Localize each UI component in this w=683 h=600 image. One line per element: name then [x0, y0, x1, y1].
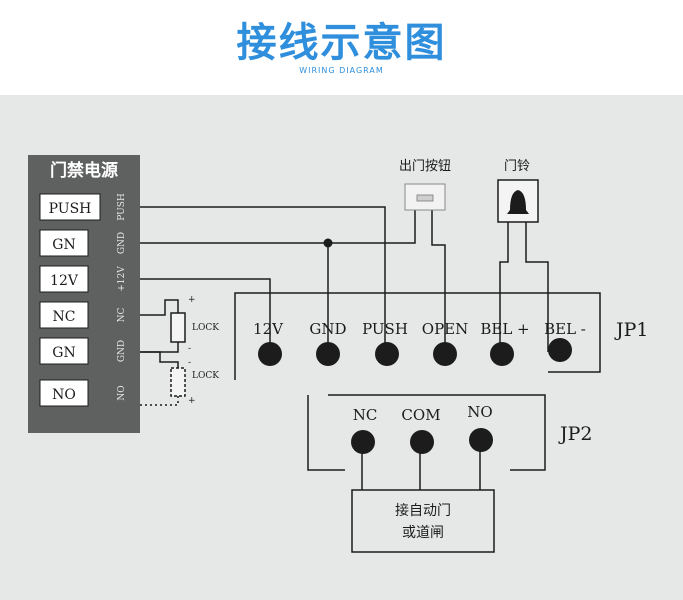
jp2-terminal-dot [469, 428, 493, 452]
side-label: GND [117, 340, 127, 362]
jp2-terminal-dot [410, 430, 434, 454]
power-terminal-gnd: GN [39, 229, 89, 257]
bell-icon [507, 190, 529, 214]
wire-open [431, 210, 446, 352]
side-label: NC [117, 308, 127, 323]
power-terminal-label: 12V [50, 273, 79, 289]
lock-2-minus: - [188, 358, 191, 368]
wire-push [140, 206, 386, 352]
wire-gnd-lock-2 [140, 351, 179, 368]
auto-door-line-1: 接自动门 [395, 502, 451, 519]
jp2-terminal-label: NO [467, 403, 492, 421]
doorbell-label: 门铃 [504, 159, 530, 174]
power-terminal-no: NO [39, 379, 89, 407]
jp1-terminal-label: BEL - [544, 320, 586, 338]
header: 接线示意图 WIRING DIAGRAM [0, 0, 683, 95]
lock-1-coil [170, 312, 186, 343]
lock-1: LOCK + - [170, 295, 219, 354]
side-label: NO [117, 385, 127, 400]
power-terminal-gnd-2: GN [39, 337, 89, 365]
jp1-terminal-dot [316, 342, 340, 366]
jp1-terminal-dot [548, 338, 572, 362]
side-label: GND [117, 232, 127, 254]
jp1-terminal-label: BEL + [480, 320, 529, 338]
jp2-terminal-label: COM [401, 406, 440, 424]
power-terminal-label: GN [52, 345, 75, 361]
side-label: +12V [117, 266, 127, 292]
jp1-name: JP1 [614, 319, 649, 341]
page-subtitle: WIRING DIAGRAM [299, 66, 384, 75]
power-terminal-label: PUSH [49, 201, 92, 217]
lock-2-coil [170, 367, 186, 397]
jp1-frame [234, 292, 601, 380]
lock-2: LOCK - + [170, 358, 219, 406]
lock-1-label: LOCK [192, 323, 219, 333]
jp1-terminal-label: 12V [253, 320, 284, 338]
gnd-junction-dot [323, 238, 333, 248]
wire-12v [140, 278, 271, 352]
power-terminal-label: NC [53, 309, 76, 325]
power-supply-title: 门禁电源 [50, 160, 118, 181]
doorbell: 门铃 [497, 159, 539, 223]
auto-door-line-2: 或道闸 [402, 525, 444, 541]
jp2-terminal-label: NC [353, 406, 378, 424]
side-label: PUSH [117, 193, 127, 221]
power-supply: 门禁电源 PUSH GN 12V NC GN [28, 155, 140, 433]
exit-button-key-icon [416, 194, 434, 202]
auto-door-box: 接自动门 或道闸 [351, 489, 495, 553]
page-title: 接线示意图 [236, 20, 447, 66]
jp1-terminal-label: GND [309, 320, 346, 338]
power-terminal-push: PUSH [39, 193, 101, 221]
jp1-terminal-label: PUSH [362, 320, 408, 338]
wire-no-lock [140, 396, 179, 406]
exit-button: 出门按钮 [399, 159, 451, 211]
jp2-frame-top [328, 394, 546, 471]
auto-door-frame [351, 489, 495, 553]
wire-bell-minus [525, 222, 549, 352]
jp1-terminal-dot [375, 342, 399, 366]
lock-1-minus: - [188, 344, 191, 354]
lock-1-plus: + [188, 295, 196, 305]
jp2-terminal-dot [351, 430, 375, 454]
lock-2-label: LOCK [192, 371, 219, 381]
lock-2-plus: + [188, 396, 196, 406]
power-terminal-nc: NC [39, 301, 89, 329]
jp1-terminal-dot [258, 342, 282, 366]
jp1: JP1 12V GND PUSH OPEN BEL + BEL - [234, 292, 649, 380]
jp2-name: JP2 [558, 423, 593, 445]
exit-button-label: 出门按钮 [399, 159, 451, 174]
wire-bell-plus [499, 222, 509, 352]
jp2: JP2 NC COM NO [307, 394, 593, 471]
wire-nc-lock [140, 299, 179, 316]
power-terminal-label: NO [52, 387, 76, 403]
power-terminal-12v: 12V [39, 265, 89, 293]
wire-gnd-lock [140, 342, 179, 353]
wire-gnd [140, 210, 416, 244]
jp1-terminal-label: OPEN [422, 320, 468, 338]
power-terminal-label: GN [52, 237, 75, 253]
jp1-terminal-dot [490, 342, 514, 366]
jp2-frame-left [307, 395, 345, 471]
jp1-terminal-dot [433, 342, 457, 366]
